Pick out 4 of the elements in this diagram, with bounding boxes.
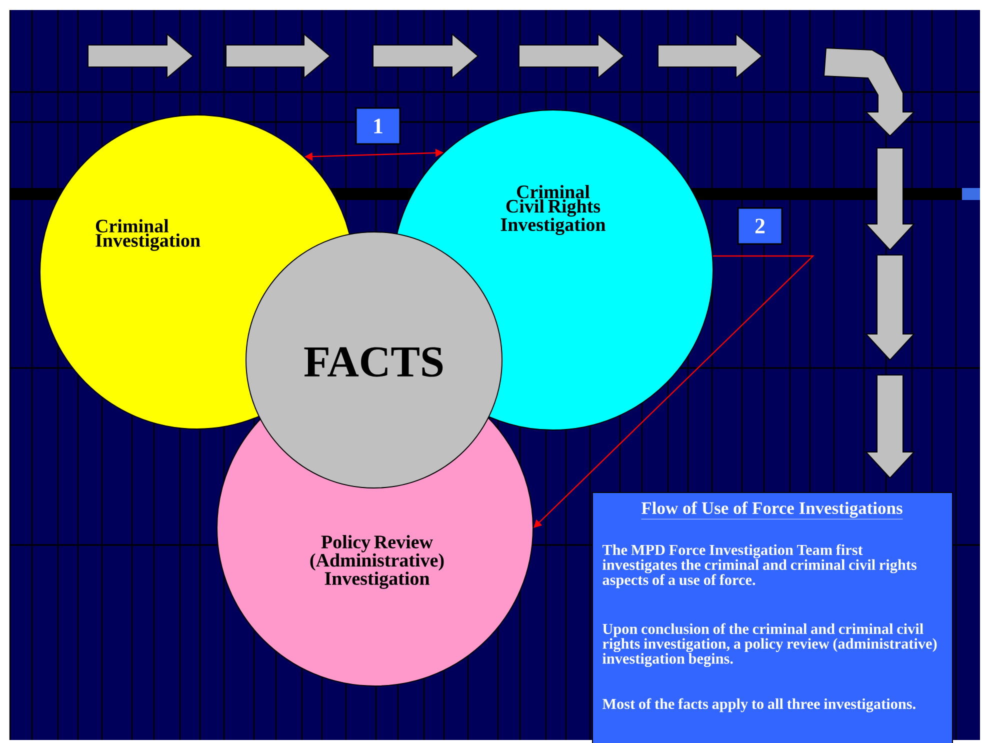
arrow — [534, 255, 814, 528]
text-panel: Flow of Use of Force Investigations The MPD Force Investigation Team first investigates the criminal and criminal civil rights aspects of a use of force. Upon conclusion of the criminal and criminal civil rights investigation, a policy review (administrative) investigation begins. Most of the facts apply to all three investigations. — [592, 492, 953, 743]
number-box: 2 — [737, 207, 783, 245]
number-box: 1 — [355, 107, 401, 145]
